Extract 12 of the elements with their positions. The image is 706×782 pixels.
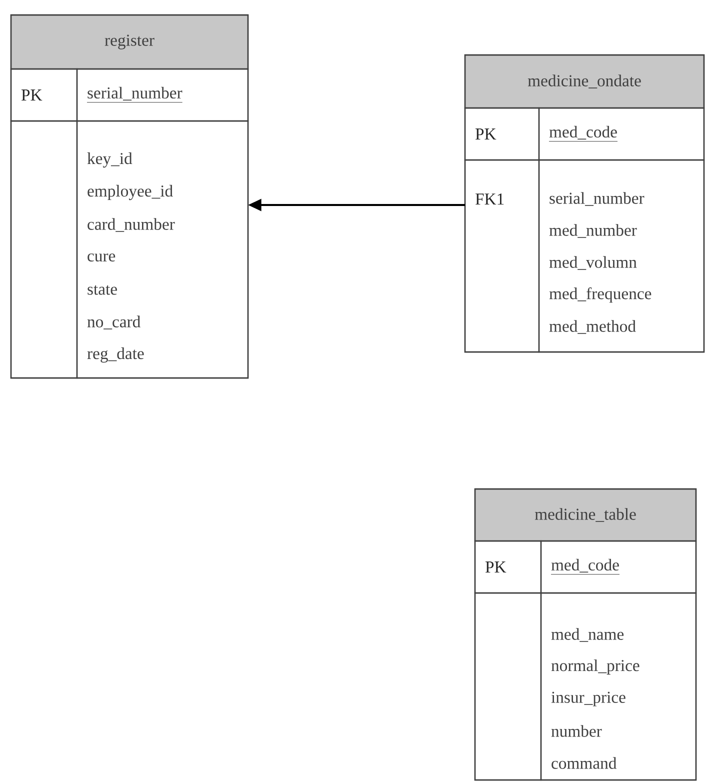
- key-column-cell: [474, 592, 542, 781]
- key-cell: PK: [474, 540, 542, 594]
- field-list-cell: serial_number med_number med_volumn med_frequence med_method: [538, 159, 705, 353]
- key-cell: PK: [10, 68, 78, 122]
- field-list-cell: med_name normal_price insur_price number command: [540, 592, 697, 781]
- field-list-cell: key_id employee_id card_number cure state no_card reg_date: [76, 120, 249, 379]
- key-column-cell: FK1: [464, 159, 540, 353]
- primary-key-cell: med_code: [540, 540, 697, 594]
- primary-key-cell: med_code: [538, 107, 705, 161]
- key-cell: PK: [464, 107, 540, 161]
- primary-key-cell: serial_number: [76, 68, 249, 122]
- key-column-cell: [10, 120, 78, 379]
